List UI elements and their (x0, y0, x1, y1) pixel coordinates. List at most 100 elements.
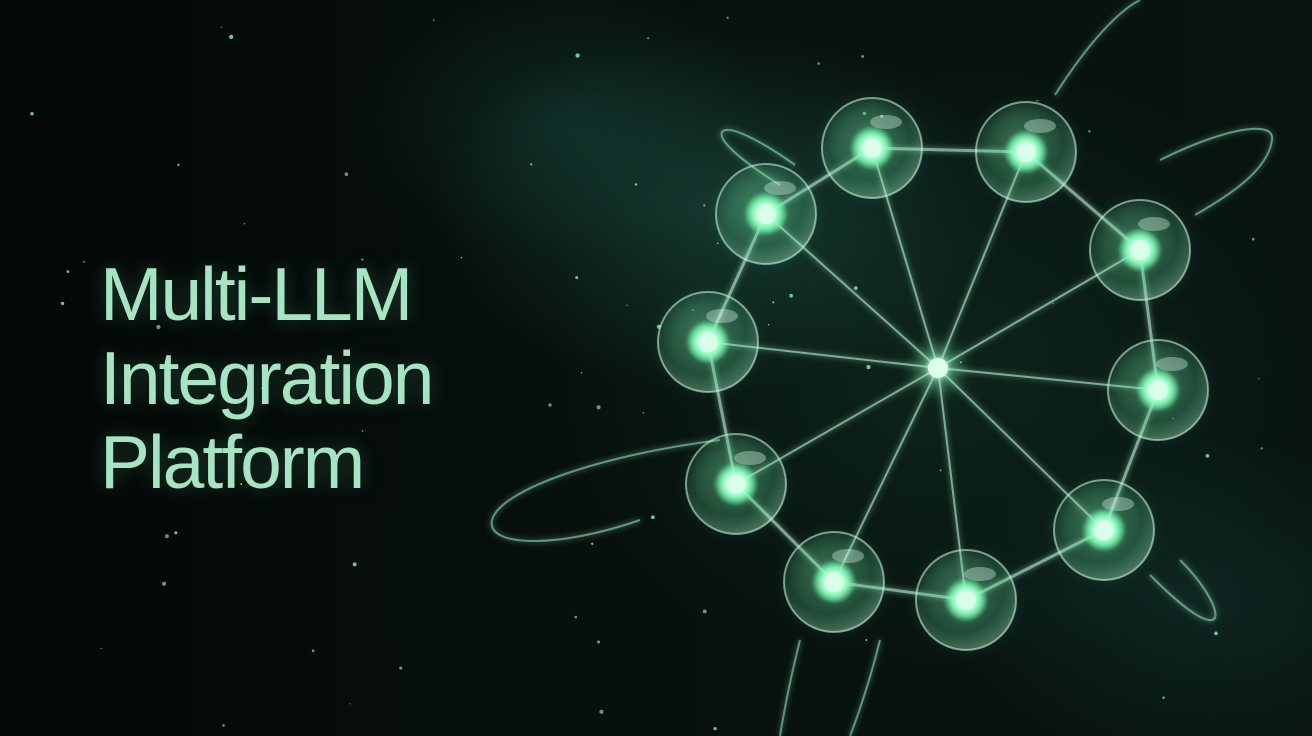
node-core-dot (1148, 380, 1168, 400)
star (361, 430, 364, 432)
star (1036, 99, 1039, 102)
star (866, 365, 871, 370)
star (361, 258, 364, 261)
star (575, 53, 580, 58)
star (702, 609, 707, 614)
headline: Multi-LLM Integration Platform (100, 252, 434, 504)
star (222, 724, 225, 727)
star (580, 371, 583, 374)
star (597, 640, 601, 644)
star (1258, 377, 1260, 380)
star (599, 709, 604, 714)
star (1251, 237, 1255, 241)
star (767, 323, 770, 326)
star (596, 405, 601, 410)
star (177, 163, 180, 167)
star (243, 223, 246, 225)
sphere-highlight (870, 115, 902, 129)
star (162, 581, 167, 586)
orbit-arc-top (1054, 0, 1141, 96)
star (647, 37, 650, 40)
node-core-dot (756, 204, 776, 224)
star (865, 639, 868, 641)
star (220, 26, 223, 29)
star (548, 403, 552, 407)
headline-line-3: Platform (100, 420, 365, 504)
star (713, 726, 717, 731)
star (959, 361, 962, 364)
star (574, 615, 578, 619)
sphere-highlight (832, 549, 864, 563)
star (1260, 447, 1263, 450)
star (164, 534, 169, 539)
star-field (30, 16, 1263, 731)
node-core-dot (726, 474, 746, 494)
star (817, 62, 820, 65)
node-core-dot (824, 572, 844, 592)
node-core-dot (862, 138, 882, 158)
star (261, 387, 264, 390)
star (229, 34, 234, 40)
sphere-highlight (1024, 119, 1056, 133)
sphere-highlight (1102, 497, 1134, 511)
orbit-arcs (490, 0, 1274, 736)
star (100, 647, 102, 650)
star (1052, 302, 1054, 305)
sphere-highlight (706, 309, 738, 323)
star (174, 531, 178, 535)
orbit-arc-top-right (1159, 127, 1274, 216)
star (634, 183, 638, 186)
star (703, 204, 706, 207)
headline-line-2: Integration (100, 336, 434, 420)
llm-network (657, 97, 1209, 651)
star (280, 288, 284, 292)
star (575, 276, 579, 280)
node-core-dot (1130, 240, 1150, 260)
node-core-dot (956, 590, 976, 610)
star (156, 324, 161, 330)
central-hub (928, 358, 948, 378)
star (352, 562, 357, 567)
orbit-arc-bottom (849, 639, 881, 736)
orbit-arc-left (490, 439, 721, 542)
star (726, 16, 729, 19)
star (344, 172, 349, 176)
star (939, 469, 942, 472)
orbit-arc-upper-left (720, 128, 796, 186)
star (591, 542, 594, 545)
node-core-dot (698, 332, 718, 352)
sphere-highlight (1138, 217, 1170, 231)
star (642, 411, 645, 414)
star (854, 286, 858, 290)
star (311, 649, 315, 653)
orbit-arc-bottom-right (1149, 559, 1217, 622)
node-core-dot (1094, 520, 1114, 540)
star (1088, 130, 1091, 133)
sphere-highlight (1156, 357, 1188, 371)
star (83, 260, 86, 263)
star (60, 301, 65, 306)
star (529, 163, 533, 166)
star (240, 483, 243, 485)
star (399, 666, 403, 670)
star (66, 270, 70, 273)
star (651, 515, 655, 520)
star (1214, 631, 1218, 636)
star (1162, 696, 1165, 699)
star (349, 703, 351, 705)
star (460, 256, 463, 259)
sphere-highlight (764, 181, 796, 195)
star (626, 304, 628, 306)
sphere-highlight (734, 451, 766, 465)
orbit-arc-bottom-left (779, 639, 801, 736)
node-core-dot (1016, 142, 1036, 162)
star (772, 301, 775, 304)
star (1205, 453, 1210, 458)
star (861, 55, 864, 58)
star (789, 293, 793, 298)
sphere-highlight (964, 567, 996, 581)
headline-line-1: Multi-LLM (100, 252, 413, 336)
star (433, 19, 435, 21)
